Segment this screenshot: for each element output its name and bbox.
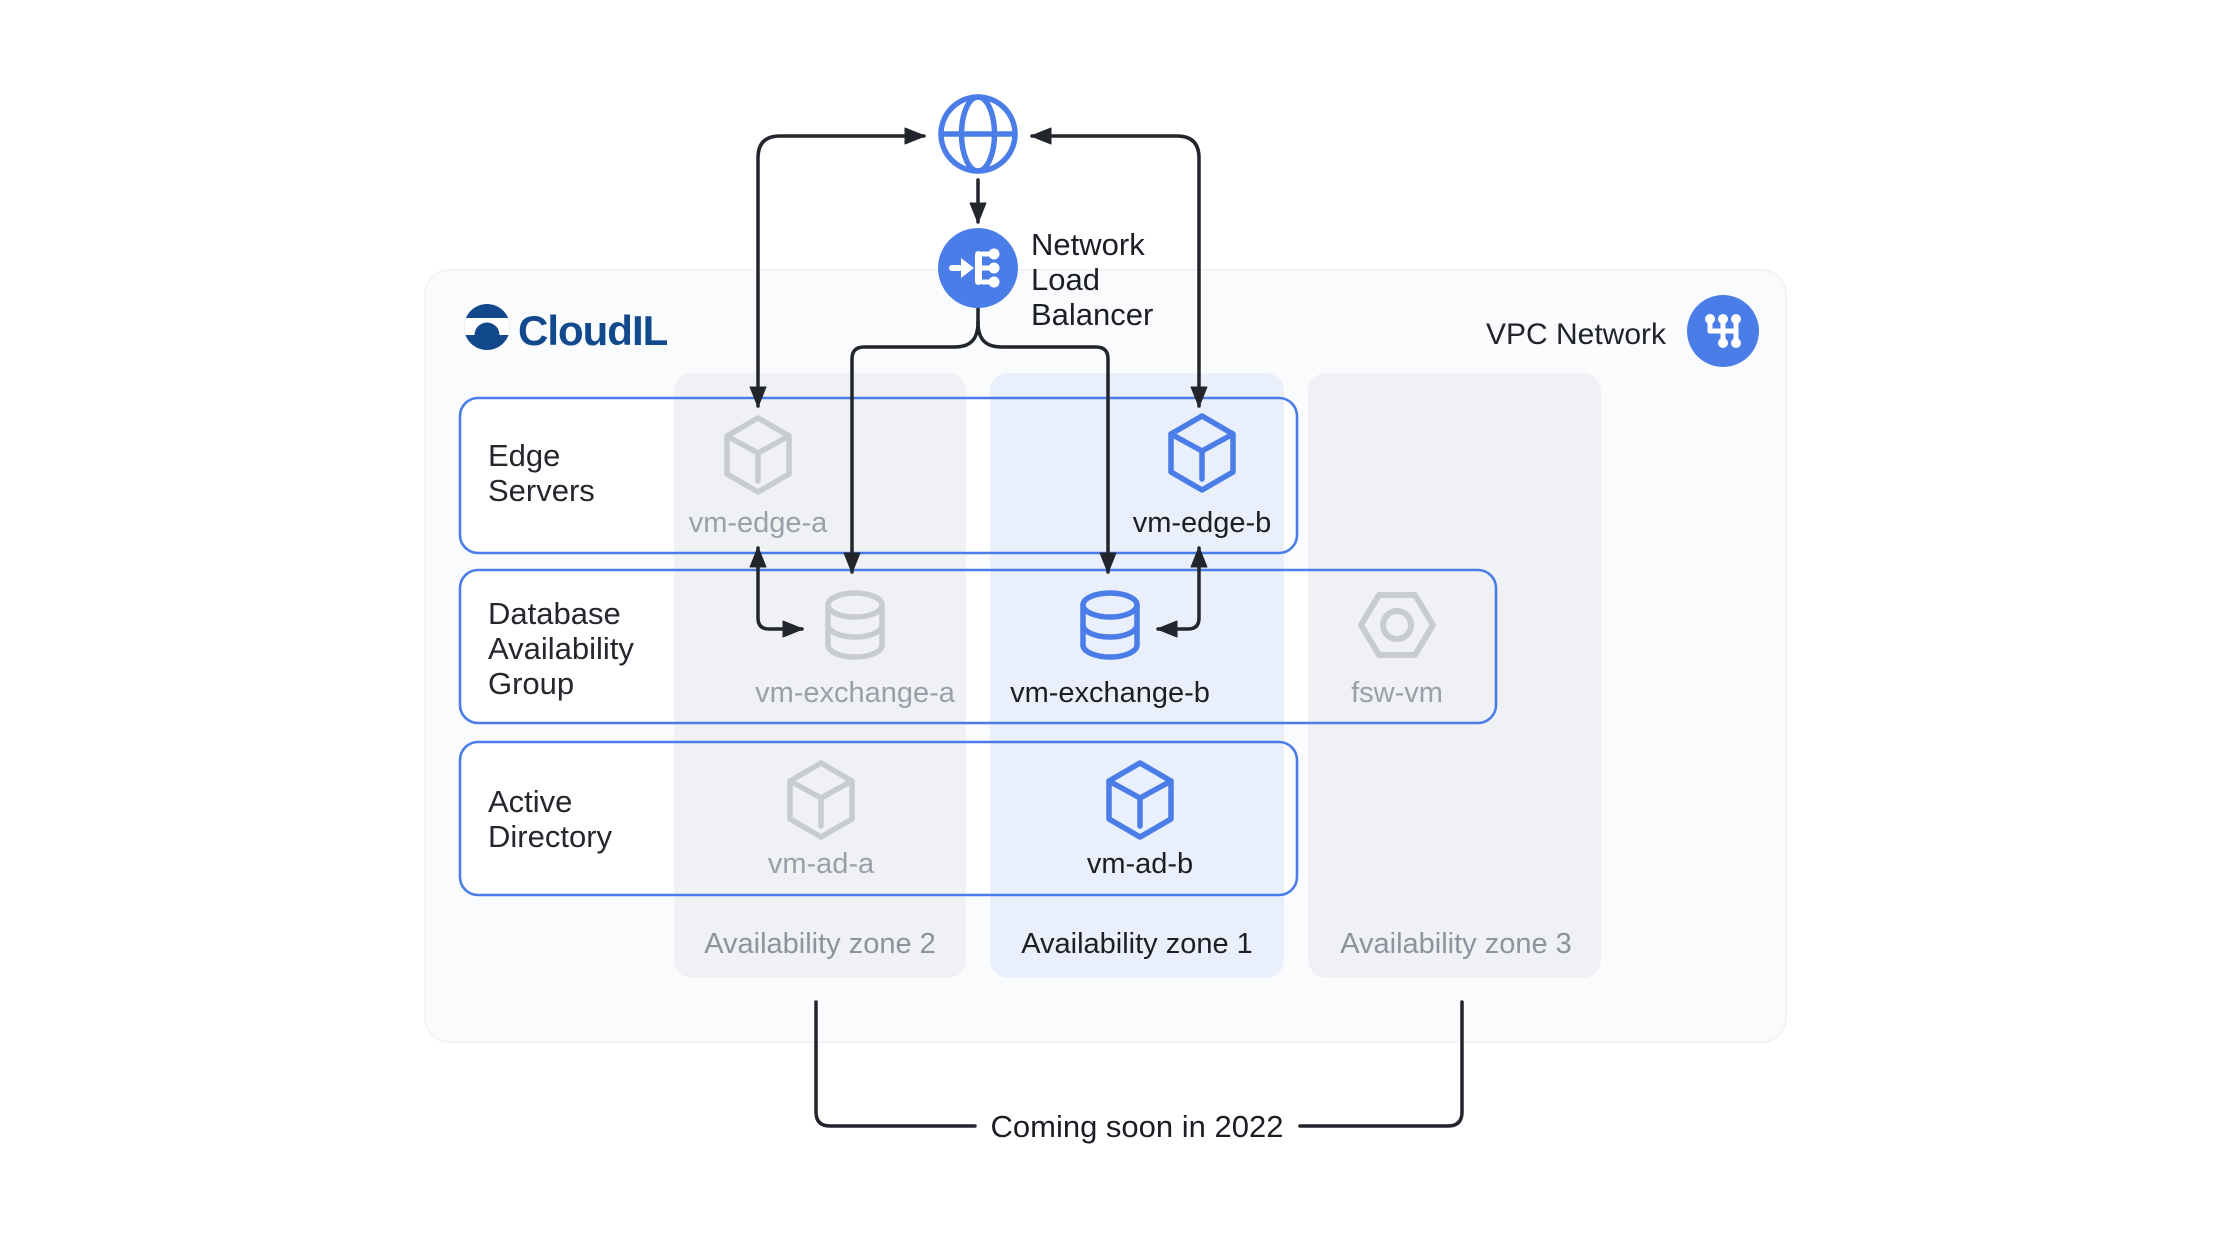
vm-exchange-b-label: vm-exchange-b xyxy=(1010,677,1210,709)
coming-soon-bracket-right xyxy=(1298,1000,1464,1128)
fsw-vm: fsw-vm xyxy=(1351,595,1443,709)
coming-soon-note: Coming soon in 2022 xyxy=(991,1109,1284,1144)
connectors xyxy=(749,127,1464,1128)
zone-column-2 xyxy=(674,373,966,978)
arrow-edge-b-exchange-b xyxy=(1156,546,1208,638)
vm-exchange-b: vm-exchange-b xyxy=(1010,593,1210,709)
ad-label-line2: Directory xyxy=(488,819,613,854)
vm-ad-b: vm-ad-b xyxy=(1087,763,1193,880)
arrow-lb-to-exchange-b xyxy=(976,320,1117,574)
arrow-lb-to-exchange-a xyxy=(843,320,980,574)
zone-column-1 xyxy=(990,373,1284,978)
edge-servers-label: Edge Servers xyxy=(488,438,595,508)
active-directory-label: Active Directory xyxy=(488,784,613,854)
fsw-vm-label: fsw-vm xyxy=(1351,677,1443,709)
vm-ad-a-label: vm-ad-a xyxy=(768,848,875,880)
vpc-network-label: VPC Network xyxy=(1486,318,1667,351)
database-availability-group-label: Database Availability Group xyxy=(488,596,634,701)
dag-label-line1: Database xyxy=(488,596,621,631)
internet-globe-icon xyxy=(938,94,1018,174)
dag-label-line2: Availability xyxy=(488,631,634,666)
load-balancer-label-line2: Load xyxy=(1031,262,1100,297)
edge-servers-label-line1: Edge xyxy=(488,438,560,473)
vpc-network-header: VPC Network xyxy=(1486,295,1759,367)
cloudil-wordmark: CloudIL xyxy=(518,307,668,354)
load-balancer-label: Network Load Balancer xyxy=(1031,227,1153,332)
vm-edge-b: vm-edge-b xyxy=(1133,416,1272,539)
vpc-network-icon xyxy=(1687,295,1759,367)
zone-3-label: Availability zone 3 xyxy=(1340,928,1572,960)
vm-ad-b-label: vm-ad-b xyxy=(1087,848,1193,880)
zone-column-3 xyxy=(1308,373,1601,978)
vm-edge-a-label: vm-edge-a xyxy=(689,507,828,539)
coming-soon-bracket-left xyxy=(814,1000,977,1128)
ad-label-line1: Active xyxy=(488,784,572,819)
cloudil-logo: CloudIL xyxy=(464,304,669,354)
load-balancer-label-line1: Network xyxy=(1031,227,1145,262)
edge-servers-label-line2: Servers xyxy=(488,473,595,508)
zone-2-label: Availability zone 2 xyxy=(704,928,936,960)
arrow-internet-edge-a xyxy=(749,127,926,408)
cloudil-logo-icon xyxy=(464,304,510,350)
zone-1-label: Availability zone 1 xyxy=(1021,928,1253,960)
load-balancer-icon xyxy=(938,228,1018,308)
active-directory-box xyxy=(458,740,1299,897)
load-balancer-label-line3: Balancer xyxy=(1031,297,1153,332)
vm-exchange-a-label: vm-exchange-a xyxy=(755,677,956,709)
database-availability-group-box xyxy=(458,568,1498,725)
arrow-internet-edge-b xyxy=(1030,127,1208,408)
vm-exchange-a: vm-exchange-a xyxy=(755,593,956,709)
arrow-edge-a-exchange-a xyxy=(749,546,804,638)
vm-ad-a: vm-ad-a xyxy=(768,763,875,880)
dag-label-line3: Group xyxy=(488,666,574,701)
vm-edge-a: vm-edge-a xyxy=(689,418,828,539)
vm-edge-b-label: vm-edge-b xyxy=(1133,507,1272,539)
